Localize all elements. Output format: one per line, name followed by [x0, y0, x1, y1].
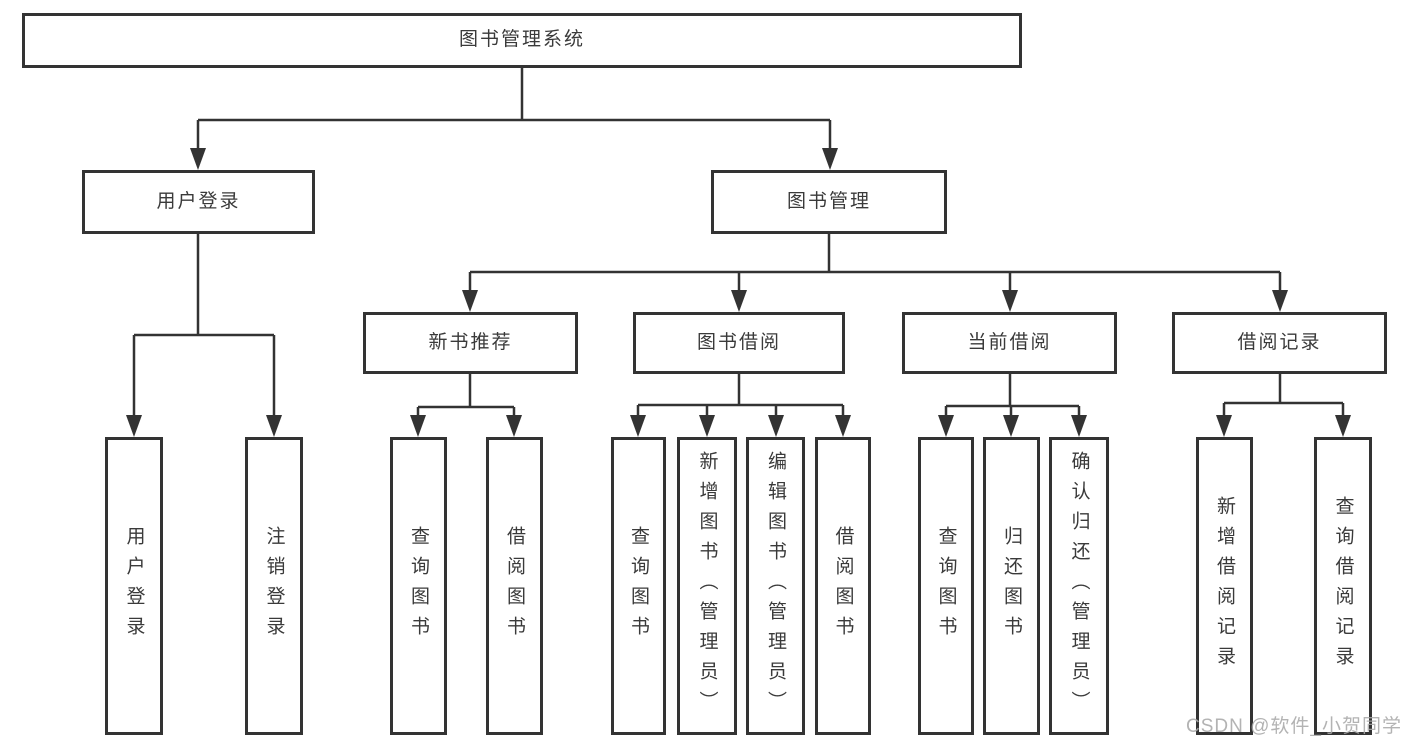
- node-label: 用户登录: [123, 526, 145, 646]
- node-label: 新增借阅记录: [1214, 496, 1235, 676]
- arrowhead-icons: [126, 148, 1351, 437]
- node-current-borrow: 当前借阅: [902, 312, 1117, 374]
- node-label: 确认归还（管理员）: [1068, 451, 1090, 721]
- node-label: 新书推荐: [428, 331, 513, 353]
- node-label: 归还图书: [1001, 526, 1022, 646]
- node-label: 图书管理: [786, 190, 871, 212]
- node-book-borrow: 图书借阅: [633, 312, 845, 374]
- leaf-current-return-books: 归还图书: [983, 437, 1040, 735]
- node-label: 查询图书: [628, 526, 649, 646]
- node-label: 借阅图书: [504, 526, 525, 646]
- leaf-user-login: 用户登录: [105, 437, 163, 735]
- leaf-borrow-add-books-admin: 新增图书（管理员）: [677, 437, 737, 735]
- node-label: 当前借阅: [967, 331, 1052, 353]
- node-label: 借阅图书: [832, 526, 854, 646]
- node-label: 查询借阅记录: [1332, 496, 1354, 676]
- node-borrow-records: 借阅记录: [1172, 312, 1387, 374]
- node-label: 图书借阅: [696, 331, 781, 353]
- leaf-recommend-borrow-books: 借阅图书: [486, 437, 543, 735]
- leaf-borrow-edit-books-admin: 编辑图书（管理员）: [746, 437, 805, 735]
- leaf-borrow-query-books: 查询图书: [611, 437, 666, 735]
- leaf-current-confirm-return-admin: 确认归还（管理员）: [1049, 437, 1109, 735]
- csdn-watermark: CSDN @软件_小贺同学: [1186, 716, 1402, 737]
- node-new-book-recommend: 新书推荐: [363, 312, 578, 374]
- node-label: 注销登录: [263, 526, 285, 646]
- leaf-records-query-record: 查询借阅记录: [1314, 437, 1372, 735]
- node-book-management: 图书管理: [711, 170, 947, 234]
- leaf-current-query-books: 查询图书: [918, 437, 974, 735]
- node-label: 查询图书: [408, 526, 429, 646]
- leaf-logout: 注销登录: [245, 437, 303, 735]
- leaf-borrow-borrow-books: 借阅图书: [815, 437, 871, 735]
- leaf-records-add-record: 新增借阅记录: [1196, 437, 1253, 735]
- leaf-recommend-query-books: 查询图书: [390, 437, 447, 735]
- node-label: 编辑图书（管理员）: [765, 451, 786, 721]
- node-label: 新增图书（管理员）: [696, 451, 718, 721]
- node-root: 图书管理系统: [22, 13, 1022, 68]
- node-label: 用户登录: [156, 190, 241, 212]
- node-label: 查询图书: [935, 526, 957, 646]
- node-label: 图书管理系统: [458, 29, 585, 51]
- node-user-login: 用户登录: [82, 170, 315, 234]
- node-label: 借阅记录: [1237, 331, 1322, 353]
